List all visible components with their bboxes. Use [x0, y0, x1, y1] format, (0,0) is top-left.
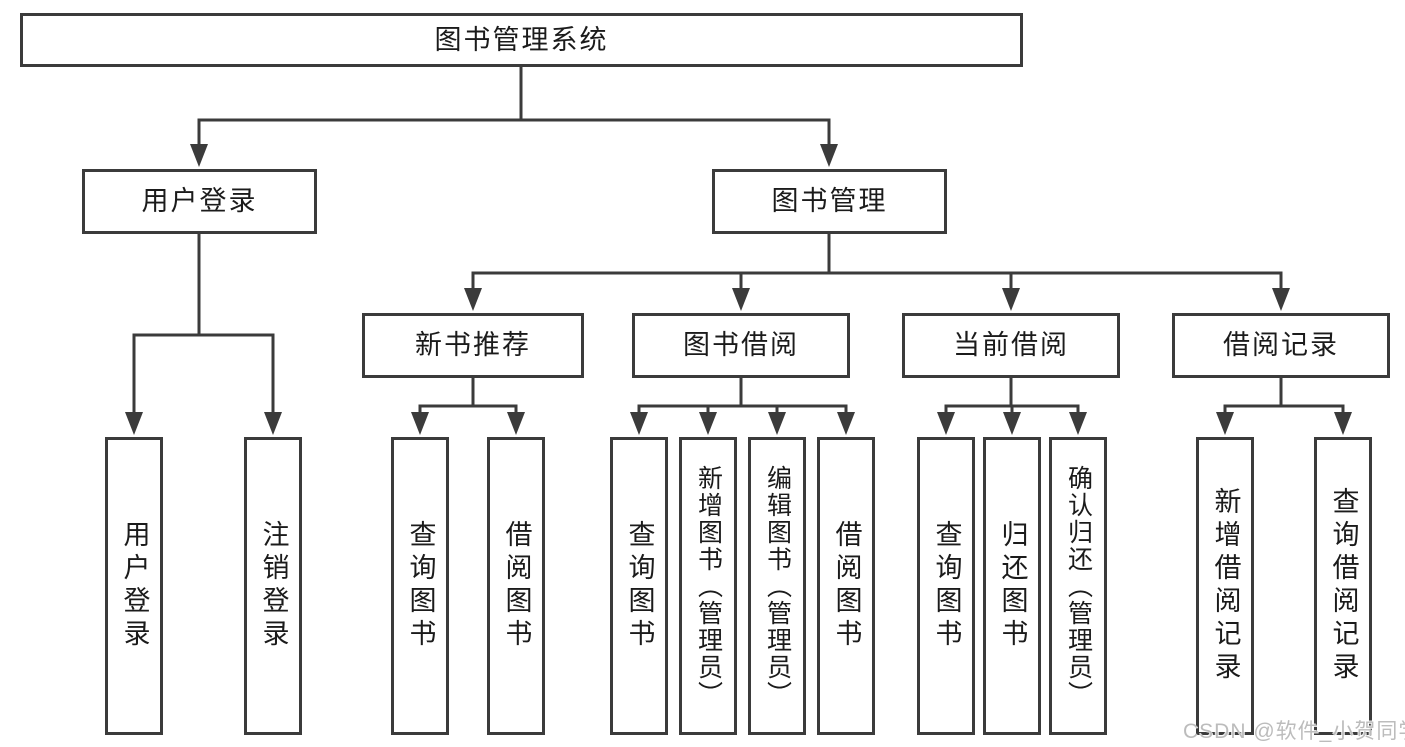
node-label: 查询图书 [624, 520, 655, 652]
node-new-book-recommend: 新书推荐 [362, 313, 584, 378]
node-label: 借阅记录 [1223, 330, 1339, 360]
leaf-borrow-books-2: 借阅图书 [817, 437, 875, 735]
node-label: 确认归还（管理员） [1064, 464, 1093, 708]
leaf-logout: 注销登录 [244, 437, 302, 735]
node-label: 借阅图书 [831, 520, 862, 652]
node-library-system: 图书管理系统 [20, 13, 1023, 67]
node-label: 当前借阅 [953, 330, 1069, 360]
leaf-query-books-2: 查询图书 [610, 437, 668, 735]
node-label: 新增借阅记录 [1210, 487, 1241, 685]
node-label: 新增图书（管理员） [694, 464, 723, 708]
leaf-return-book: 归还图书 [983, 437, 1041, 735]
node-label: 新书推荐 [415, 330, 531, 360]
node-label: 查询图书 [405, 520, 436, 652]
node-label: 查询图书 [931, 520, 962, 652]
node-label: 查询借阅记录 [1328, 487, 1359, 685]
leaf-borrow-books-1: 借阅图书 [487, 437, 545, 735]
arrowheads [125, 144, 1352, 435]
leaf-query-books-3: 查询图书 [917, 437, 975, 735]
node-borrow-records: 借阅记录 [1172, 313, 1390, 378]
node-current-borrow: 当前借阅 [902, 313, 1120, 378]
leaf-user-login: 用户登录 [105, 437, 163, 735]
leaf-add-book-admin: 新增图书（管理员） [679, 437, 737, 735]
node-label: 图书借阅 [683, 330, 799, 360]
node-label: 用户登录 [141, 186, 258, 216]
node-label: 图书管理 [771, 186, 888, 216]
node-label: 编辑图书（管理员） [763, 464, 792, 708]
node-label: 用户登录 [119, 520, 150, 652]
node-user-login: 用户登录 [82, 169, 317, 234]
node-label: 归还图书 [997, 520, 1028, 652]
leaf-add-borrow-record: 新增借阅记录 [1196, 437, 1254, 735]
watermark-text: CSDN @软件_小贺同学 [1183, 720, 1405, 743]
leaf-edit-book-admin: 编辑图书（管理员） [748, 437, 806, 735]
leaf-confirm-return-admin: 确认归还（管理员） [1049, 437, 1107, 735]
leaf-query-borrow-record: 查询借阅记录 [1314, 437, 1372, 735]
node-book-borrow: 图书借阅 [632, 313, 850, 378]
leaf-query-books-1: 查询图书 [391, 437, 449, 735]
node-label: 图书管理系统 [434, 24, 609, 55]
node-label: 借阅图书 [501, 520, 532, 652]
node-label: 注销登录 [258, 520, 289, 652]
node-book-management: 图书管理 [712, 169, 947, 234]
